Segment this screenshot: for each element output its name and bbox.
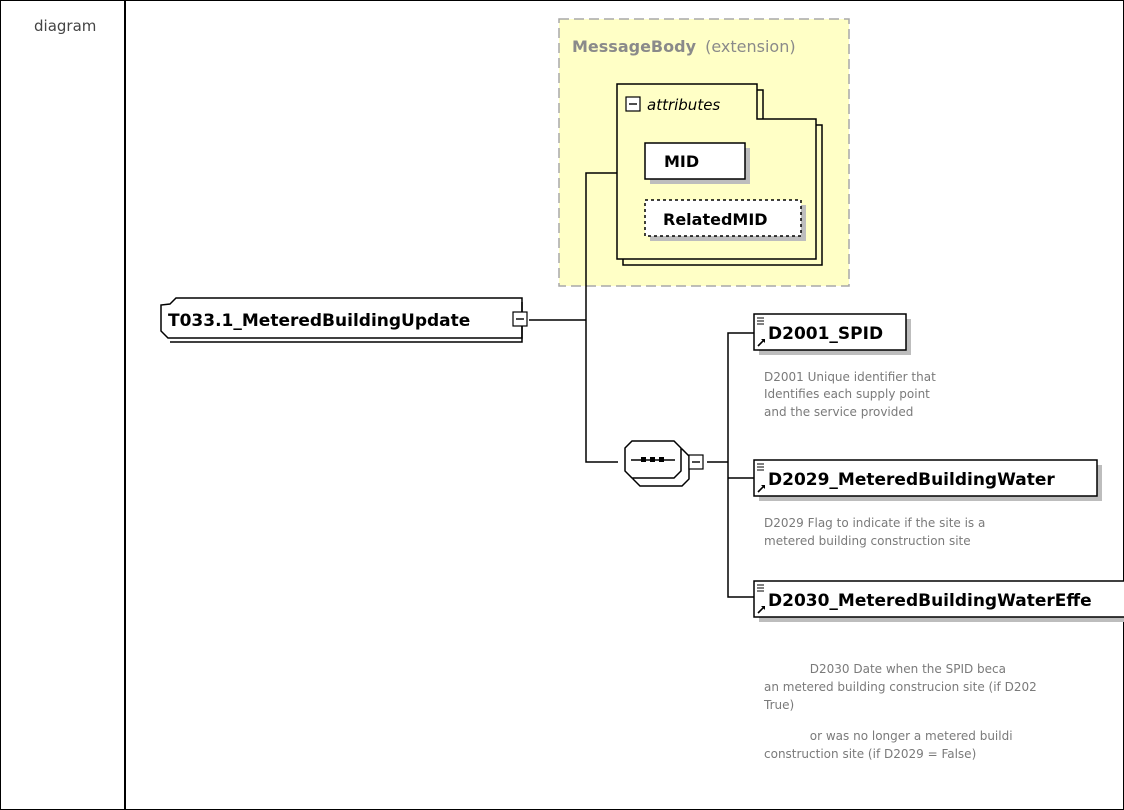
sequence-collapse-minus-icon[interactable] xyxy=(688,454,704,470)
root-element-name: T033.1_MeteredBuildingUpdate xyxy=(168,311,470,331)
sequence-compositor-icon[interactable] xyxy=(624,440,690,487)
element-annotation: D2030 Date when the SPID beca an metered… xyxy=(126,0,1056,761)
element-name: D2001_SPID xyxy=(768,324,883,344)
base-type-qualifier: (extension) xyxy=(705,37,795,56)
root-element[interactable]: T033.1_MeteredBuildingUpdate xyxy=(160,297,526,344)
base-type-name: MessageBody xyxy=(572,37,697,56)
schema-diagram: MessageBody (extension) attributes MID R… xyxy=(126,0,1124,810)
element-text-type-icon xyxy=(757,463,764,471)
element-name: D2030_MeteredBuildingWaterEffe xyxy=(768,591,1092,611)
reference-arrow-icon xyxy=(757,606,765,614)
element-annotation: D2029 Flag to indicate if the site is a … xyxy=(764,516,989,548)
row-label-cell: diagram xyxy=(0,0,126,810)
collapse-minus-icon[interactable] xyxy=(625,96,641,112)
attributes-label: attributes xyxy=(647,96,720,114)
element-text-type-icon xyxy=(757,317,764,325)
svg-text:MessageBody (extension): MessageBody (extension) xyxy=(572,37,796,56)
element-d2029-metered-building-water[interactable]: D2029_MeteredBuildingWater xyxy=(753,459,1102,501)
row-label: diagram xyxy=(34,17,97,35)
attribute-related-mid-label: RelatedMID xyxy=(663,210,768,229)
element-d2001-spid[interactable]: D2001_SPID xyxy=(753,313,911,355)
connector-lines xyxy=(529,172,754,598)
element-annotation: D2001 Unique identifier that Identifies … xyxy=(764,370,940,419)
attribute-mid[interactable]: MID xyxy=(644,142,750,184)
element-name: D2029_MeteredBuildingWater xyxy=(768,470,1055,490)
attribute-related-mid[interactable]: RelatedMID xyxy=(644,199,806,241)
element-text-type-icon xyxy=(757,584,764,592)
element-d2030-metered-building-water-effective[interactable]: D2030_MeteredBuildingWaterEffe xyxy=(753,580,1124,622)
root-collapse-minus-icon[interactable] xyxy=(512,311,528,327)
reference-arrow-icon xyxy=(757,339,765,347)
schema-diagram-canvas: MessageBody (extension) attributes MID R… xyxy=(126,0,1124,761)
attribute-mid-label: MID xyxy=(664,152,699,171)
reference-arrow-icon xyxy=(757,485,765,493)
